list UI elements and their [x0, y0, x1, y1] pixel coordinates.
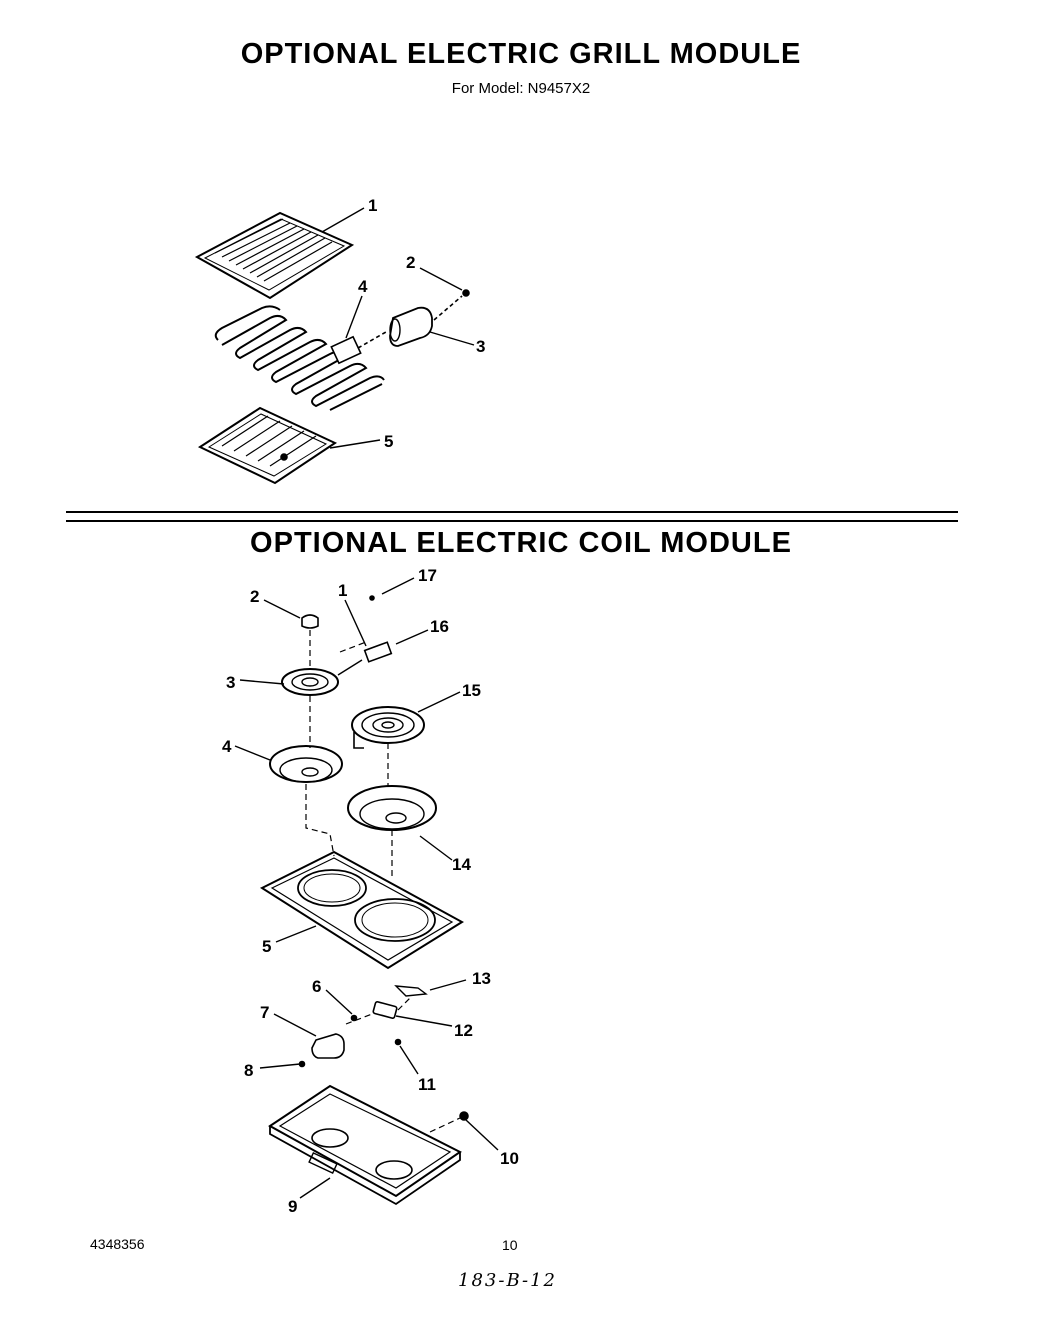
coil-leader-lines: [234, 577, 499, 1199]
coil-callout-12: 12: [454, 1021, 473, 1040]
large-coil-element: [351, 706, 425, 749]
coil-small-parts: [298, 595, 428, 1068]
section-divider: [66, 520, 958, 522]
coil-callout-8: 8: [244, 1061, 253, 1080]
document-number: 4348356: [90, 1236, 145, 1252]
page-number: 10: [502, 1237, 518, 1253]
coil-module-title: OPTIONAL ELECTRIC COIL MODULE: [250, 527, 792, 559]
grill-screw: [462, 289, 470, 297]
model-line: For Model: N9457X2: [451, 80, 591, 97]
coil-knob: [301, 614, 319, 629]
coil-callout-13: 13: [472, 969, 491, 988]
coil-callout-6: 6: [312, 977, 321, 996]
coil-callout-3: 3: [226, 673, 235, 692]
coil-callout-1: 1: [338, 581, 347, 600]
section-divider: [66, 511, 958, 513]
grill-grate: [194, 211, 355, 300]
coil-callout-14: 14: [452, 855, 471, 874]
coil-callout-2: 2: [250, 587, 259, 606]
grill-callout-5: 5: [384, 432, 393, 451]
coil-callout-17: 17: [418, 566, 437, 585]
coil-callout-16: 16: [430, 617, 449, 636]
burner-box: [268, 1084, 469, 1206]
grill-callout-3: 3: [476, 337, 485, 356]
handwritten-note: 183-B-12: [458, 1270, 557, 1291]
grill-heating-element: [214, 305, 387, 411]
large-drip-bowl: [347, 785, 437, 831]
coil-callout-11: 11: [418, 1075, 436, 1094]
grill-drip-tray: [197, 406, 338, 485]
coil-callout-9: 9: [288, 1197, 297, 1216]
terminal-block: [363, 641, 393, 663]
coil-callout-4: 4: [222, 737, 232, 756]
coil-callout-7: 7: [260, 1003, 269, 1022]
coil-callout-15: 15: [462, 681, 481, 700]
grill-leader-lines: [321, 207, 475, 449]
grill-callout-4: 4: [358, 277, 368, 296]
coil-callout-5: 5: [262, 937, 271, 956]
cooktop-panel: [259, 850, 464, 970]
grill-callout-2: 2: [406, 253, 415, 272]
grill-receptacle: [389, 295, 463, 347]
small-drip-bowl: [269, 745, 343, 783]
coil-callout-10: 10: [500, 1149, 519, 1168]
grill-callout-1: 1: [368, 196, 377, 215]
assembly-lines: [305, 630, 461, 1133]
grill-module-title: OPTIONAL ELECTRIC GRILL MODULE: [240, 38, 802, 70]
small-coil-element: [281, 659, 363, 696]
